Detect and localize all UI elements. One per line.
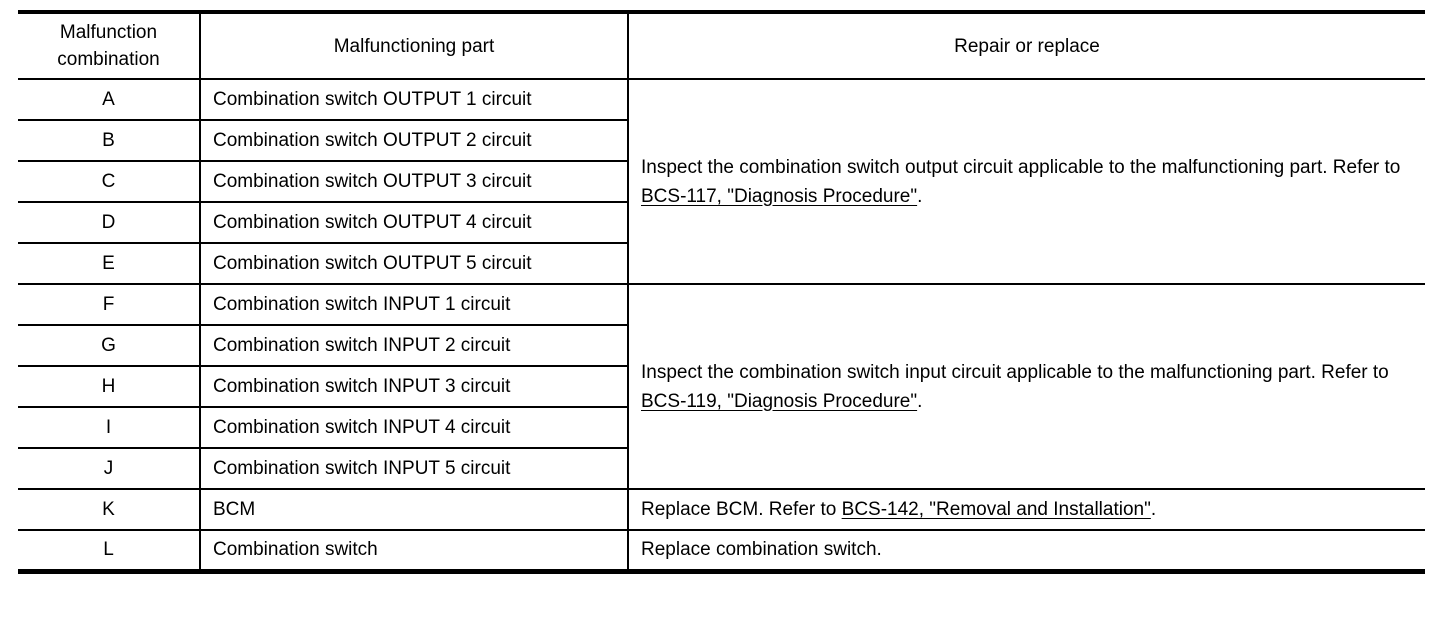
repair-text-before: Replace BCM. Refer to [641,499,842,520]
part-cell: Combination switch OUTPUT 3 circuit [199,160,629,203]
link-bcs-142-removal-and-installation[interactable]: BCS-142, "Removal and Installation" [841,499,1151,520]
col-header-malfunction-combination: Malfunction combination [18,11,201,80]
repair-text-after: . [917,390,923,412]
combination-cell: B [18,119,201,162]
col-header-malfunctioning-part: Malfunctioning part [199,11,629,80]
part-cell: Combination switch INPUT 1 circuit [199,283,629,326]
table-row-h: H Combination switch INPUT 3 circuit [18,365,1425,408]
col-header-repair-or-replace: Repair or replace [627,11,1425,80]
table-row-b: B Combination switch OUTPUT 2 circuit [18,119,1425,162]
link-bcs-117-diagnosis-procedure[interactable]: BCS-117, "Diagnosis Procedure" [641,185,918,207]
part-cell: Combination switch OUTPUT 1 circuit [199,78,629,121]
combination-cell: F [18,283,201,326]
combination-cell: I [18,406,201,449]
table-row-j: J Combination switch INPUT 5 circuit [18,447,1425,490]
part-cell: Combination switch OUTPUT 2 circuit [199,119,629,162]
table-row-l: L Combination switch Replace combination… [18,529,1425,572]
repair-text-before: Inspect the combination switch input cir… [641,361,1389,383]
part-cell: BCM [199,488,629,531]
part-cell: Combination switch INPUT 2 circuit [199,324,629,367]
diagnosis-table-container: Malfunction combination Malfunctioning p… [18,10,1425,574]
table-row-c: C Combination switch OUTPUT 3 circuit [18,160,1425,203]
table-row-f: F Combination switch INPUT 1 circuit Ins… [18,283,1425,490]
table-row-i: I Combination switch INPUT 4 circuit [18,406,1425,449]
combination-cell: H [18,365,201,408]
part-cell: Combination switch INPUT 4 circuit [199,406,629,449]
combination-cell: L [18,529,201,572]
table-row-d: D Combination switch OUTPUT 4 circuit [18,201,1425,244]
link-bcs-119-diagnosis-procedure[interactable]: BCS-119, "Diagnosis Procedure" [641,390,918,412]
table-row-g: G Combination switch INPUT 2 circuit [18,324,1425,367]
table-row-k: K BCM Replace BCM. Refer to BCS-142, "Re… [18,488,1425,531]
repair-cell-combination-switch: Replace combination switch. [627,529,1425,572]
combination-cell: G [18,324,201,367]
repair-cell-input-group: Inspect the combination switch input cir… [627,283,1425,490]
malfunction-diagnosis-table: Malfunction combination Malfunctioning p… [18,10,1425,574]
table-header-row: Malfunction combination Malfunctioning p… [18,11,1425,80]
table-row-e: E Combination switch OUTPUT 5 circuit [18,242,1425,285]
part-cell: Combination switch OUTPUT 4 circuit [199,201,629,244]
combination-cell: J [18,447,201,490]
repair-text-after: . [1150,499,1157,520]
repair-cell-output-group: Inspect the combination switch output ci… [627,78,1425,285]
repair-text-after: . [917,185,923,207]
repair-cell-bcm: Replace BCM. Refer to BCS-142, "Removal … [627,488,1425,531]
combination-cell: E [18,242,201,285]
part-cell: Combination switch [199,529,629,572]
repair-text: Replace combination switch. [641,539,882,561]
part-cell: Combination switch INPUT 5 circuit [199,447,629,490]
combination-cell: D [18,201,201,244]
part-cell: Combination switch INPUT 3 circuit [199,365,629,408]
combination-cell: K [18,488,201,531]
part-cell: Combination switch OUTPUT 5 circuit [199,242,629,285]
combination-cell: C [18,160,201,203]
repair-text-before: Inspect the combination switch output ci… [641,156,1401,178]
combination-cell: A [18,78,201,121]
table-row-a: A Combination switch OUTPUT 1 circuit In… [18,78,1425,285]
